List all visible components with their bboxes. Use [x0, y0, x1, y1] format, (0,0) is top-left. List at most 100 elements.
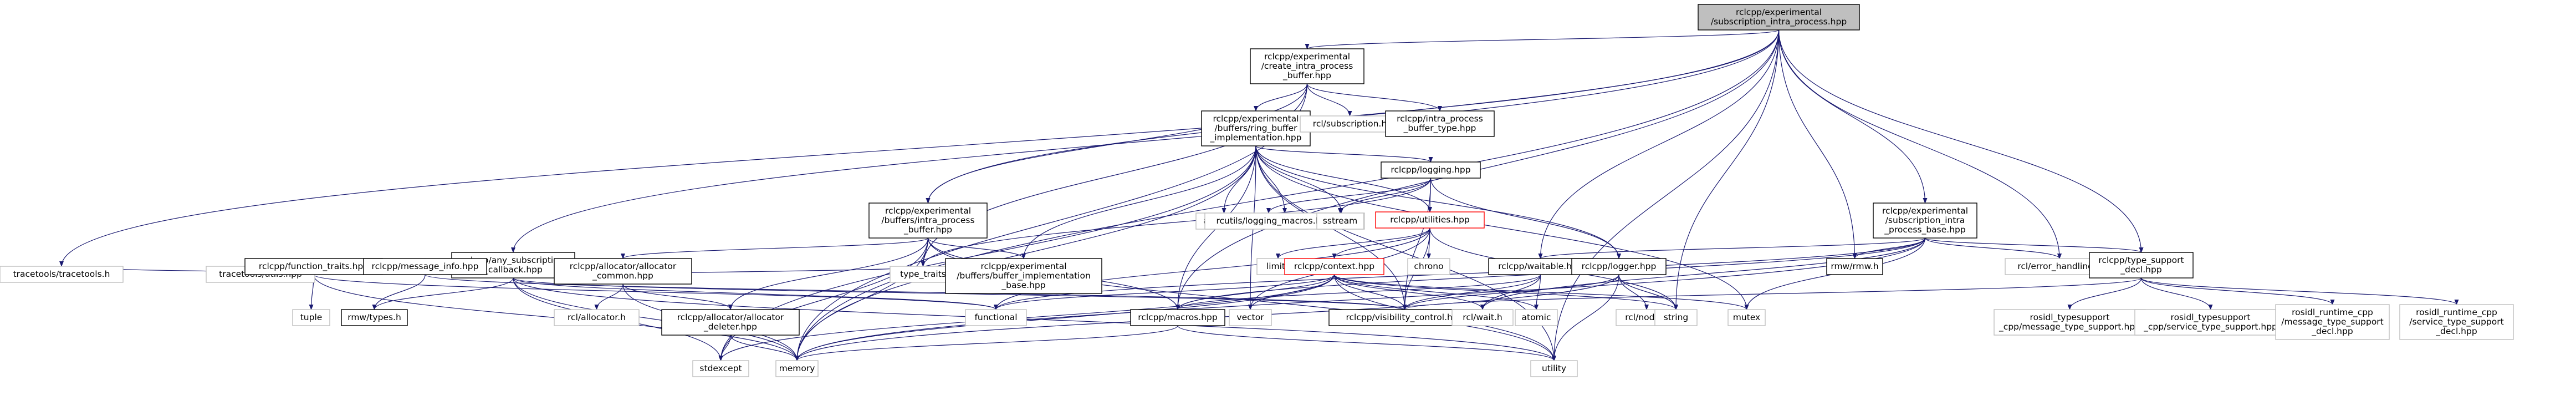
node-label-line: rclcpp/function_traits.hpp: [259, 261, 369, 272]
edge-utilities-to-limits: [1276, 227, 1430, 259]
node-label-line: tracetools/tracetools.h: [13, 269, 110, 279]
node-alloc-deleter[interactable]: rclcpp/allocator/allocator_deleter.hpp: [661, 309, 800, 336]
node-box: [661, 309, 800, 336]
node-rcutils-logging[interactable]: rcutils/logging_macros.h: [1204, 212, 1333, 230]
node-box: [554, 309, 640, 326]
node-box: [945, 258, 1102, 294]
node-vector[interactable]: vector: [1229, 309, 1272, 326]
node-label-line: rclcpp/any_subscription: [462, 255, 564, 266]
edge-logging-to-rcutils-logging: [1266, 178, 1432, 214]
node-mutex[interactable]: mutex: [1727, 309, 1766, 326]
edge-ring-buffer-to-memory: [795, 145, 1256, 361]
node-rmw-types[interactable]: rmw/types.h: [341, 309, 408, 326]
node-utilities[interactable]: rclcpp/utilities.hpp: [1375, 211, 1485, 229]
edge-logging-to-sstream: [1338, 178, 1432, 214]
node-tuple[interactable]: tuple: [292, 309, 330, 326]
node-stdexcept[interactable]: stdexcept: [692, 360, 749, 377]
node-label-line: _process_base.hpp: [1884, 225, 1965, 235]
edge-waitable-to-macros: [1175, 274, 1541, 310]
node-type-support-decl[interactable]: rclcpp/type_support_decl.hpp: [2089, 252, 2194, 279]
node-intra-buffer-type[interactable]: rclcpp/intra_process_buffer_type.hpp: [1385, 110, 1495, 137]
node-box: [1229, 309, 1272, 326]
node-box: [2275, 304, 2390, 340]
node-label-line: rmw/rmw.h: [1831, 261, 1878, 271]
edge-root-to-sub-intra-base: [1778, 29, 1928, 204]
edge-context-to-mutex: [1333, 274, 1749, 310]
node-label-line: _buffer.hpp: [903, 225, 952, 235]
edge-root-to-rcl-error: [1778, 29, 2062, 259]
node-label-line: /message_type_support: [2281, 317, 2384, 327]
node-create-intra[interactable]: rclcpp/experimental/create_intra_process…: [1250, 48, 1364, 84]
node-sstream[interactable]: sstream: [1316, 212, 1364, 230]
node-box: [1654, 309, 1698, 326]
edge-create-intra-to-intra-process-buffer: [926, 83, 1308, 204]
node-box: [363, 258, 487, 275]
node-label-line: rcl/allocator.h: [568, 312, 626, 322]
edge-root-to-memory: [795, 29, 1780, 361]
node-box: [1451, 309, 1514, 326]
node-rosidl-msg[interactable]: rosidl_typesupport_cpp/message_type_supp…: [1994, 309, 2146, 336]
node-message-info[interactable]: rclcpp/message_info.hpp: [363, 258, 487, 275]
node-label-line: mutex: [1733, 312, 1760, 322]
node-box: [2399, 304, 2514, 340]
node-rmw-h[interactable]: rmw/rmw.h: [1826, 258, 1883, 275]
node-label-line: _buffer.hpp: [1282, 70, 1331, 81]
edge-sub-intra-base-to-type-support-decl: [1924, 237, 2144, 253]
node-atomic[interactable]: atomic: [1515, 309, 1558, 326]
edge-intra-process-buffer-to-alloc-deleter: [728, 237, 929, 310]
node-box: [1201, 110, 1311, 146]
edge-alloc-deleter-to-memory: [730, 335, 799, 361]
node-rosidl-srv[interactable]: rosidl_typesupport_cpp/service_type_supp…: [2134, 309, 2287, 336]
node-label-line: /create_intra_process: [1261, 61, 1353, 72]
node-label-line: rclcpp/experimental: [885, 206, 971, 216]
node-label-line: utility: [1542, 363, 1566, 373]
node-label-line: /buffers/buffer_implementation: [957, 271, 1091, 281]
node-box: [1381, 161, 1481, 179]
node-type-traits[interactable]: type_traits: [890, 266, 957, 283]
node-label-line: rosidl_typesupport: [2171, 312, 2251, 323]
node-label-line: rclcpp/visibility_control.hpp: [1346, 312, 1463, 323]
node-rcl-allocator[interactable]: rcl/allocator.h: [554, 309, 640, 326]
node-label-line: _decl.hpp: [2311, 326, 2353, 337]
node-label-line: atomic: [1522, 312, 1551, 322]
node-box: [2134, 309, 2287, 336]
edge-waitable-to-atomic: [1534, 274, 1541, 310]
edge-ring-buffer-to-utilities: [1255, 145, 1432, 212]
node-label-line: rclcpp/experimental: [1264, 52, 1350, 62]
node-logging[interactable]: rclcpp/logging.hpp: [1381, 161, 1481, 179]
node-label-line: limits: [1266, 261, 1290, 271]
node-label-line: rcl/wait.h: [1463, 312, 1502, 322]
edge-root-to-utility: [1552, 29, 1780, 361]
node-macros[interactable]: rclcpp/macros.hpp: [1130, 309, 1225, 326]
node-box: [1994, 309, 2146, 336]
node-label-line: rclcpp/utilities.hpp: [1390, 215, 1470, 225]
node-string[interactable]: string: [1654, 309, 1698, 326]
edge-root-to-rmw-h: [1778, 29, 1857, 259]
node-rosidl-rt-srv[interactable]: rosidl_runtime_cpp/service_type_support_…: [2399, 304, 2514, 340]
edge-logging-to-type-traits: [921, 178, 1432, 267]
node-sub-intra-base[interactable]: rclcpp/experimental/subscription_intra_p…: [1873, 202, 1977, 239]
node-chrono[interactable]: chrono: [1407, 258, 1450, 275]
node-intra-process-buffer[interactable]: rclcpp/experimental/buffers/intra_proces…: [868, 202, 988, 239]
edge-message-info-to-visibility: [425, 274, 1407, 310]
node-rcl-subscription[interactable]: rcl/subscription.h: [1300, 115, 1400, 133]
node-function-traits[interactable]: rclcpp/function_traits.hpp: [244, 258, 383, 275]
node-rosidl-rt-msg[interactable]: rosidl_runtime_cpp/message_type_support_…: [2275, 304, 2390, 340]
node-label-line: vector: [1236, 312, 1264, 322]
node-tracetools[interactable]: tracetools/tracetools.h: [0, 266, 124, 283]
node-ring-buffer[interactable]: rclcpp/experimental/buffers/ring_buffer_…: [1201, 110, 1311, 146]
node-memory[interactable]: memory: [775, 360, 819, 377]
node-label-line: memory: [779, 363, 815, 373]
node-buffer-impl-base[interactable]: rclcpp/experimental/buffers/buffer_imple…: [945, 258, 1102, 294]
node-label-line: chrono: [1414, 261, 1443, 271]
node-root[interactable]: rclcpp/experimental/subscription_intra_p…: [1698, 4, 1860, 31]
edge-any-sub-cb-to-utility: [513, 277, 1556, 361]
node-box: [868, 202, 988, 239]
node-logger[interactable]: rclcpp/logger.hpp: [1571, 258, 1667, 275]
node-alloc-common[interactable]: rclcpp/allocator/allocator_common.hpp: [554, 258, 692, 285]
node-context[interactable]: rclcpp/context.hpp: [1284, 258, 1384, 275]
edge-type-support-decl-to-rosidl-rt-msg: [2140, 277, 2335, 305]
node-functional[interactable]: functional: [965, 309, 1027, 326]
node-utility[interactable]: utility: [1530, 360, 1578, 377]
node-rcl-wait[interactable]: rcl/wait.h: [1451, 309, 1514, 326]
